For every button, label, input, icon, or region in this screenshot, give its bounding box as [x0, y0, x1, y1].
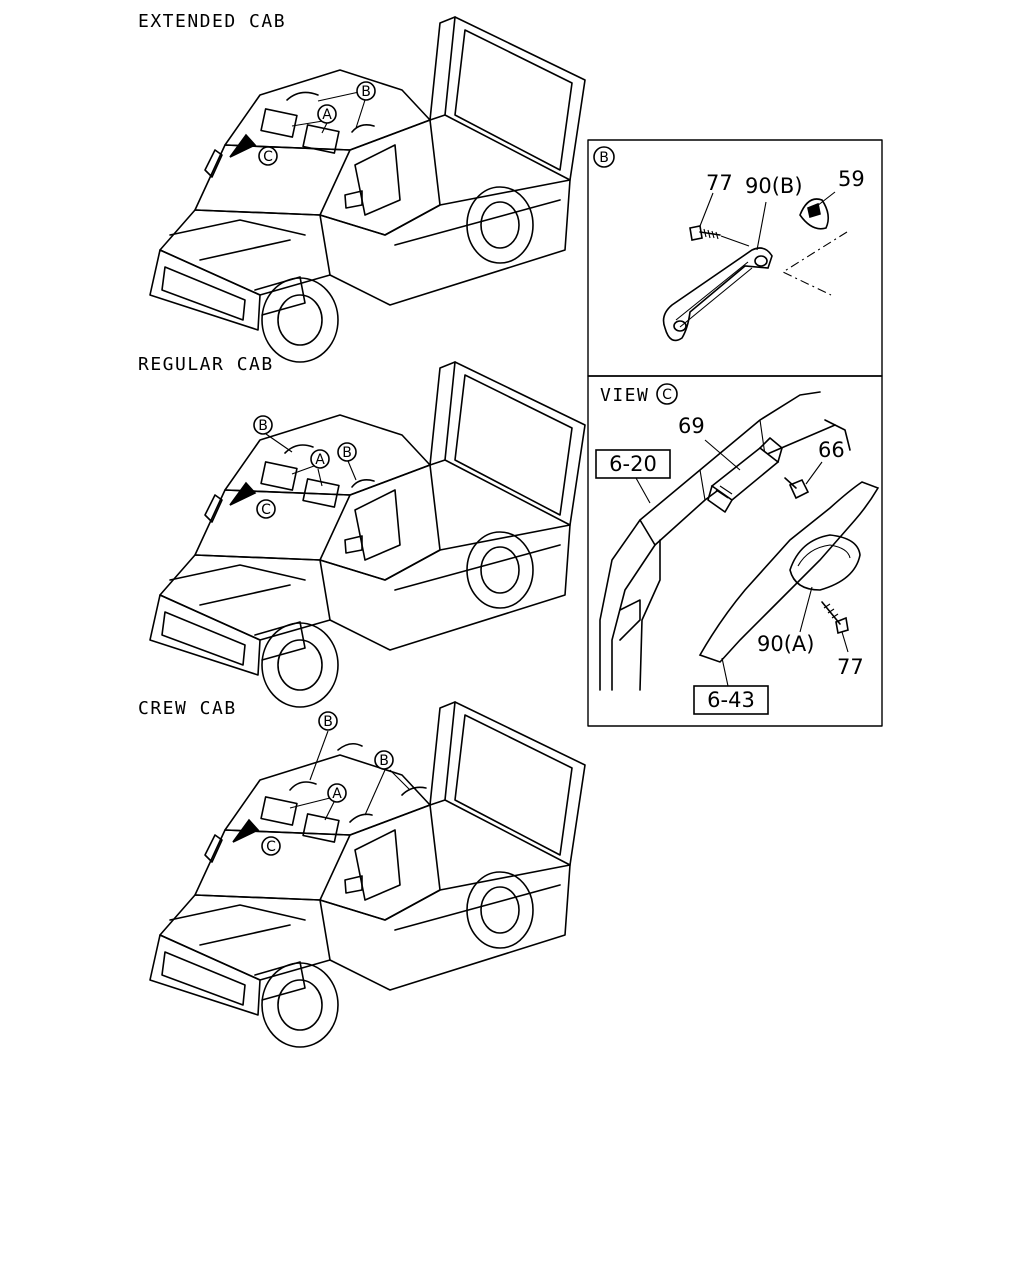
svg-text:B: B: [361, 84, 371, 100]
svg-text:A: A: [322, 107, 332, 123]
extended-lamp-left: [260, 108, 298, 138]
crew-callout-a: A: [327, 783, 347, 803]
extended-callout-a: A: [317, 104, 337, 124]
detail-b-clip-label: 59: [838, 167, 865, 191]
detail-b-clip: [799, 191, 836, 230]
view-c-bolt-label: 66: [818, 438, 845, 462]
crew-lamp-left: [260, 796, 298, 826]
crew-callout-c: C: [261, 836, 281, 856]
svg-text:6-20: 6-20: [609, 452, 657, 476]
extended-view-arrow: [229, 133, 257, 158]
regular-callout-b-left: B: [253, 415, 273, 435]
svg-text:6-43: 6-43: [707, 688, 755, 712]
view-c-caption: VIEW: [600, 385, 649, 406]
svg-text:B: B: [342, 445, 352, 461]
extended-handle-b-outline: [286, 91, 319, 101]
extended-callout-c: C: [258, 146, 278, 166]
regular-callout-c: C: [256, 499, 276, 519]
view-c-ref-6-20: 6-20: [595, 449, 671, 479]
view-c-ref-6-43: 6-43: [693, 685, 769, 715]
svg-text:A: A: [332, 786, 342, 802]
crew-cab-view: CREW CAB B A B C: [138, 698, 586, 1048]
detail-b-screw-label: 77: [706, 171, 733, 195]
regular-callout-b-right: B: [337, 442, 357, 462]
view-c-bracket: [704, 437, 783, 513]
regular-handle-b-outline: [284, 444, 314, 454]
regular-cab-truck-drawing: [149, 361, 586, 708]
crew-handle-b-outline-2: [349, 813, 373, 823]
detail-b-grip-handle: [662, 201, 773, 342]
regular-lamp-left: [260, 461, 298, 491]
view-c-screw-label: 77: [837, 655, 864, 679]
extended-cab-title: EXTENDED CAB: [138, 11, 286, 32]
detail-b-handle-label: 90(B): [745, 174, 803, 198]
view-c-bolt: [784, 461, 823, 500]
extended-cab-truck-drawing: [149, 16, 586, 363]
view-c-panel: VIEW C 69 66 90(A) 77 6-20 6-43: [587, 375, 883, 727]
view-c-trim-panel: [698, 481, 880, 687]
svg-text:B: B: [258, 418, 268, 434]
regular-cab-view: REGULAR CAB B A B C: [138, 354, 586, 708]
svg-text:B: B: [323, 714, 333, 730]
crew-view-arrow: [232, 818, 260, 843]
extended-handle-b-outline-2: [351, 124, 375, 133]
crew-cab-title: CREW CAB: [138, 698, 237, 719]
extended-cab-view: EXTENDED CAB B A C: [138, 11, 586, 363]
crew-callout-b-left: B: [318, 711, 338, 731]
svg-text:C: C: [662, 387, 672, 403]
regular-lamp-right: [302, 478, 340, 508]
detail-b-marker: B: [593, 146, 615, 168]
svg-text:B: B: [599, 150, 609, 166]
detail-b-guide-line: [781, 231, 848, 296]
view-c-handle-label: 90(A): [757, 632, 814, 656]
regular-handle-b-outline-2: [351, 479, 375, 488]
crew-handle-b-outline-3: [401, 786, 427, 796]
svg-text:A: A: [315, 452, 325, 468]
svg-text:B: B: [379, 753, 389, 769]
regular-cab-title: REGULAR CAB: [138, 354, 274, 375]
view-c-screw: [821, 601, 849, 653]
crew-callout-b-right: B: [374, 750, 394, 770]
svg-text:C: C: [266, 839, 276, 855]
extended-callout-b: B: [356, 81, 376, 101]
crew-lamp-right: [302, 813, 340, 843]
detail-b-panel: B 77 90(B) 59: [587, 139, 883, 377]
regular-callout-a: A: [310, 449, 330, 469]
regular-view-arrow: [229, 481, 257, 506]
crew-cab-truck-drawing: [149, 701, 586, 1048]
view-c-bracket-label: 69: [678, 414, 705, 438]
crew-handle-b-outline: [289, 781, 317, 791]
svg-text:C: C: [261, 502, 271, 518]
view-c-marker: C: [656, 383, 678, 405]
crew-handle-b-outline-4: [337, 742, 363, 751]
detail-b-screw: [689, 192, 721, 241]
extended-lamp-right: [302, 124, 340, 154]
svg-text:C: C: [263, 149, 273, 165]
